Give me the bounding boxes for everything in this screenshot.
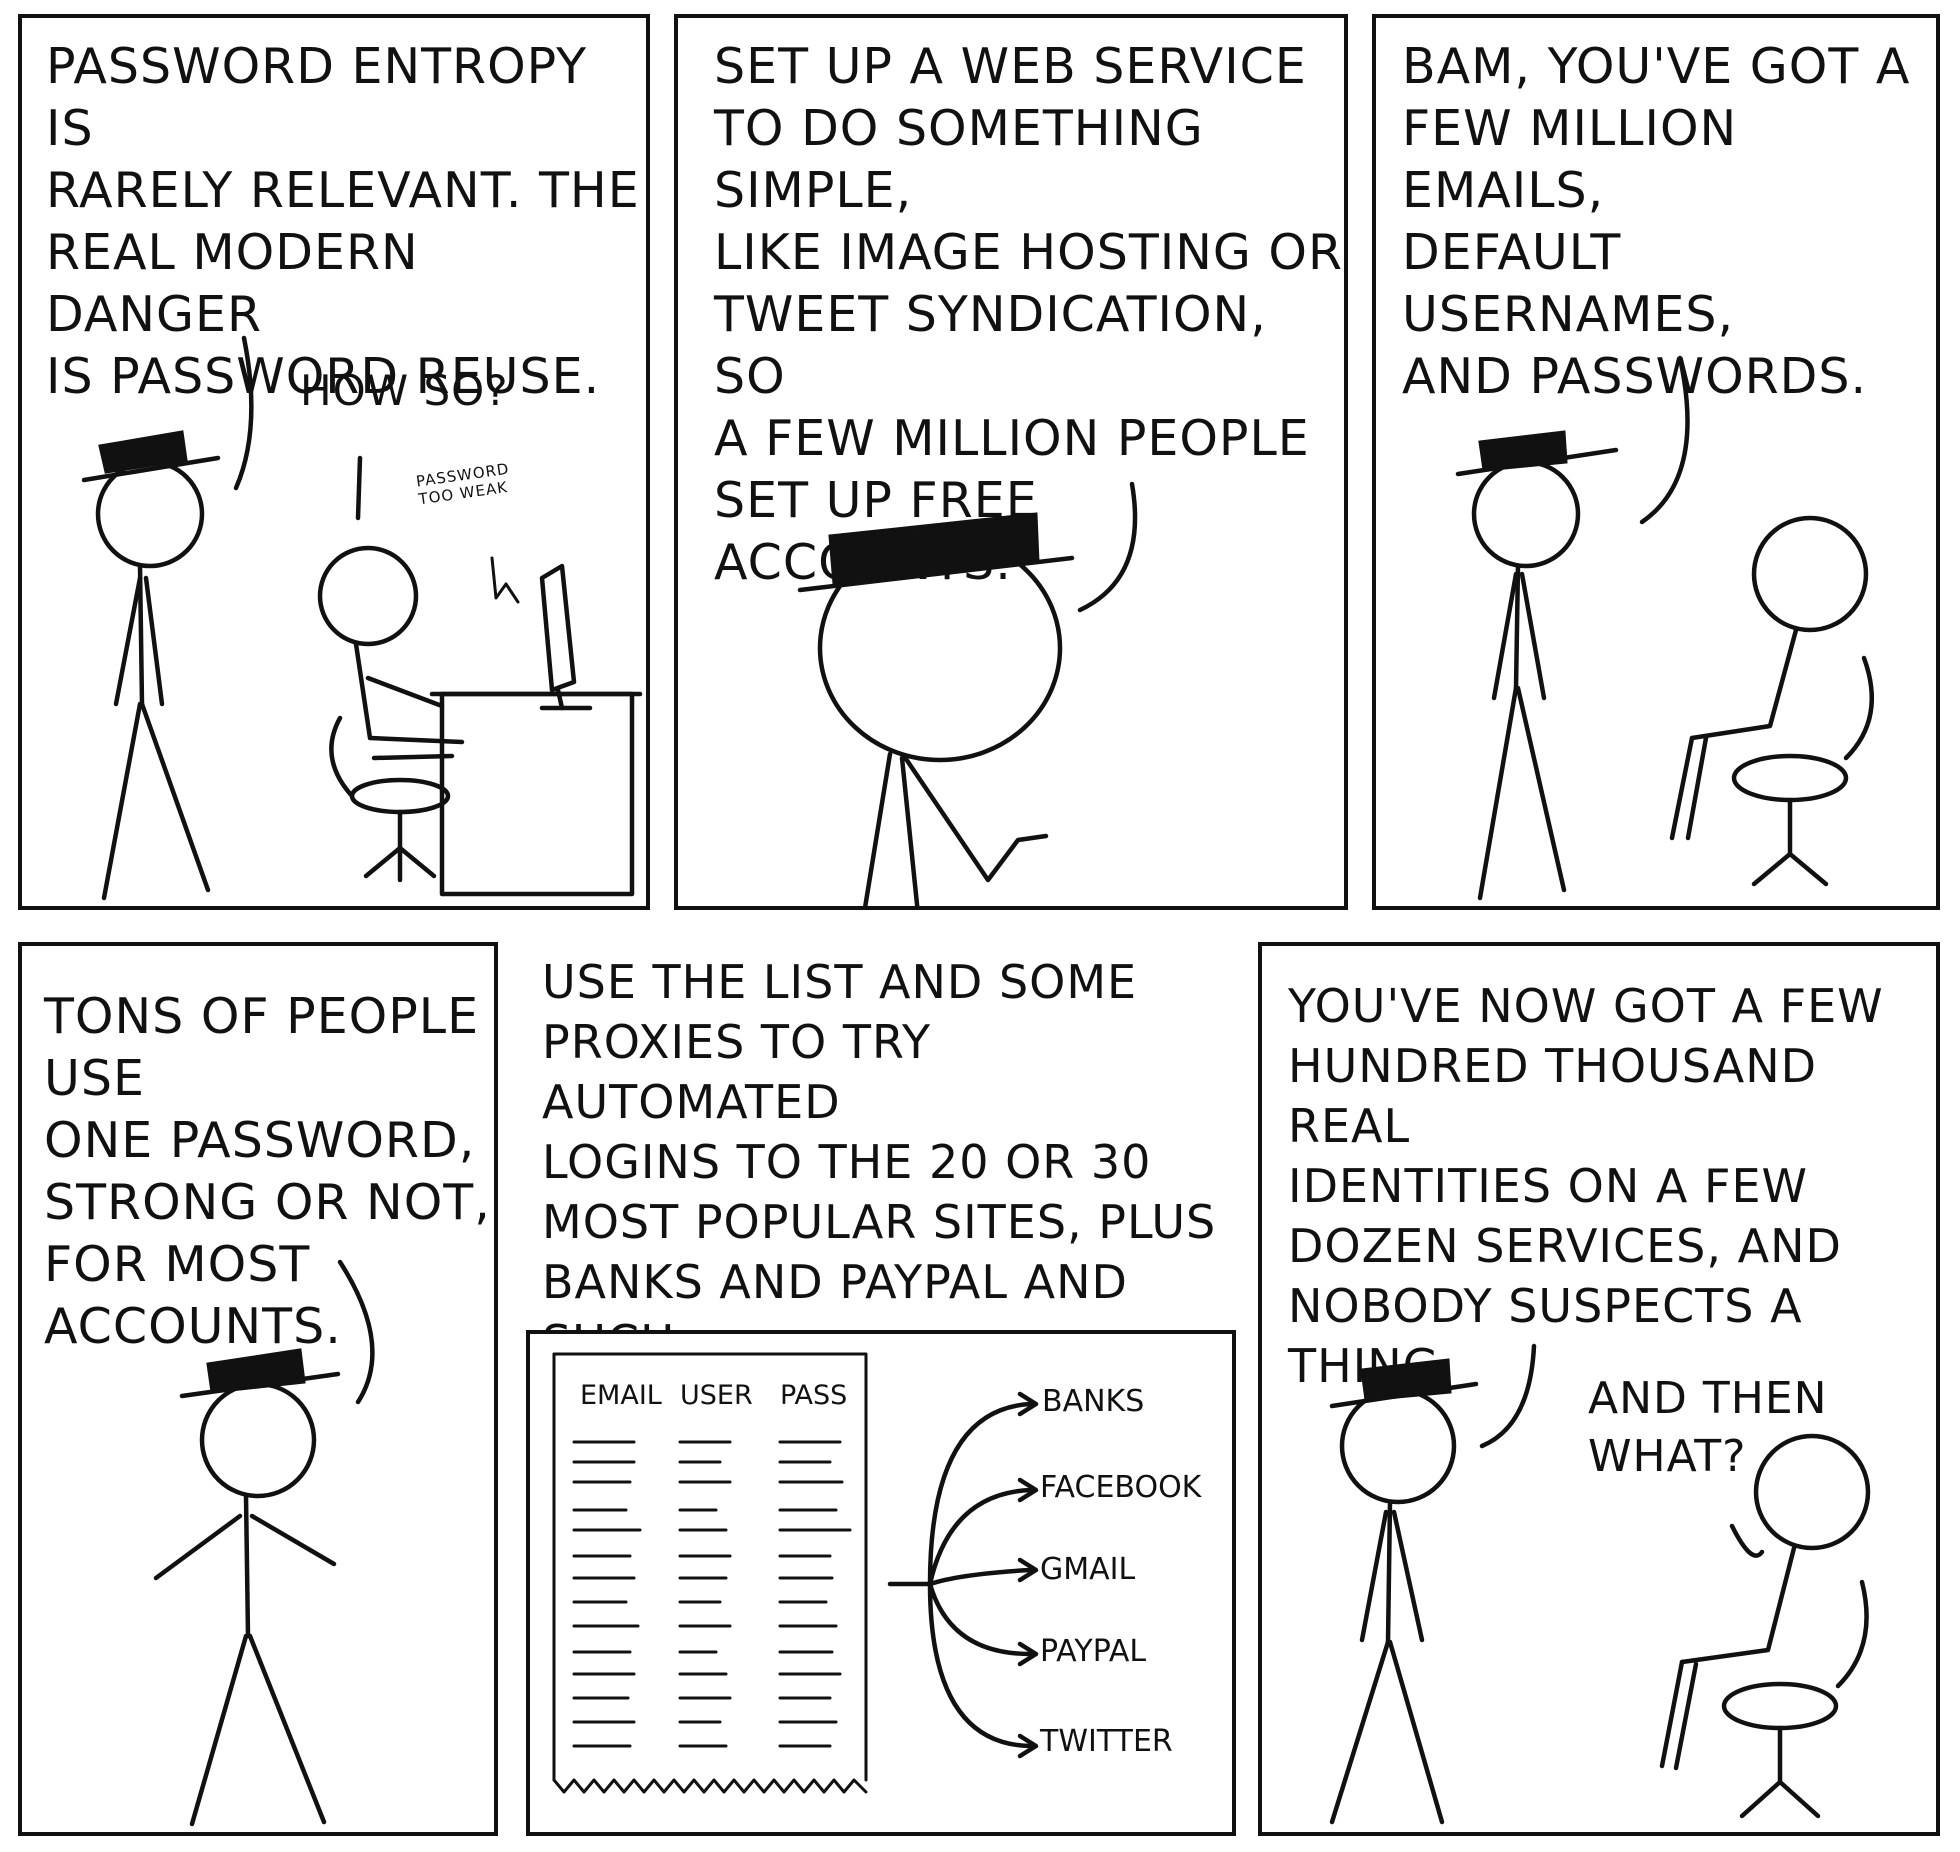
target-paypal: PAYPAL xyxy=(1040,1634,1147,1669)
target-gmail: GMAIL xyxy=(1040,1552,1136,1587)
panel-6-speech: AND THEN WHAT? xyxy=(1588,1373,1828,1482)
panel-6-caption: YOU'VE NOW GOT A FEW HUNDRED THOUSAND RE… xyxy=(1288,979,1884,1393)
list-header-email: EMAIL xyxy=(580,1380,662,1411)
list-art xyxy=(552,1352,1039,1794)
panel-5: USE THE LIST AND SOME PROXIES TO TRY AUT… xyxy=(520,942,1236,1836)
panel-3: BAM, YOU'VE GOT A FEW MILLION EMAILS, DE… xyxy=(1372,14,1940,910)
list-header-pass: PASS xyxy=(780,1380,848,1411)
panel-2-art xyxy=(797,481,1138,906)
panel-3-art xyxy=(1455,355,1875,901)
panel-4-caption: TONS OF PEOPLE USE ONE PASSWORD, STRONG … xyxy=(44,988,491,1355)
panel-1-caption: PASSWORD ENTROPY IS RARELY RELEVANT. THE… xyxy=(46,38,640,405)
panel-2: SET UP A WEB SERVICE TO DO SOMETHING SIM… xyxy=(674,14,1348,910)
panel-1-art xyxy=(81,335,643,901)
panel-6: YOU'VE NOW GOT A FEW HUNDRED THOUSAND RE… xyxy=(1258,942,1940,1836)
panel-4-art xyxy=(153,1259,375,1827)
target-twitter: TWITTER xyxy=(1040,1724,1173,1759)
panel-3-caption: BAM, YOU'VE GOT A FEW MILLION EMAILS, DE… xyxy=(1402,38,1911,405)
list-frame: EMAIL USER PASS BANKS FACEBOOK GMAIL PAY… xyxy=(526,1330,1236,1836)
panel-1: PASSWORD ENTROPY IS RARELY RELEVANT. THE… xyxy=(18,14,650,910)
target-facebook: FACEBOOK xyxy=(1040,1470,1202,1505)
list-header-user: USER xyxy=(680,1380,753,1411)
panel-6-art xyxy=(1329,1343,1871,1825)
panel-1-speech: HOW SO? xyxy=(300,366,509,415)
list-rows xyxy=(572,1440,852,1748)
target-banks: BANKS xyxy=(1042,1384,1145,1419)
panel-5-caption: USE THE LIST AND SOME PROXIES TO TRY AUT… xyxy=(542,955,1217,1369)
panel-4: TONS OF PEOPLE USE ONE PASSWORD, STRONG … xyxy=(18,942,498,1836)
